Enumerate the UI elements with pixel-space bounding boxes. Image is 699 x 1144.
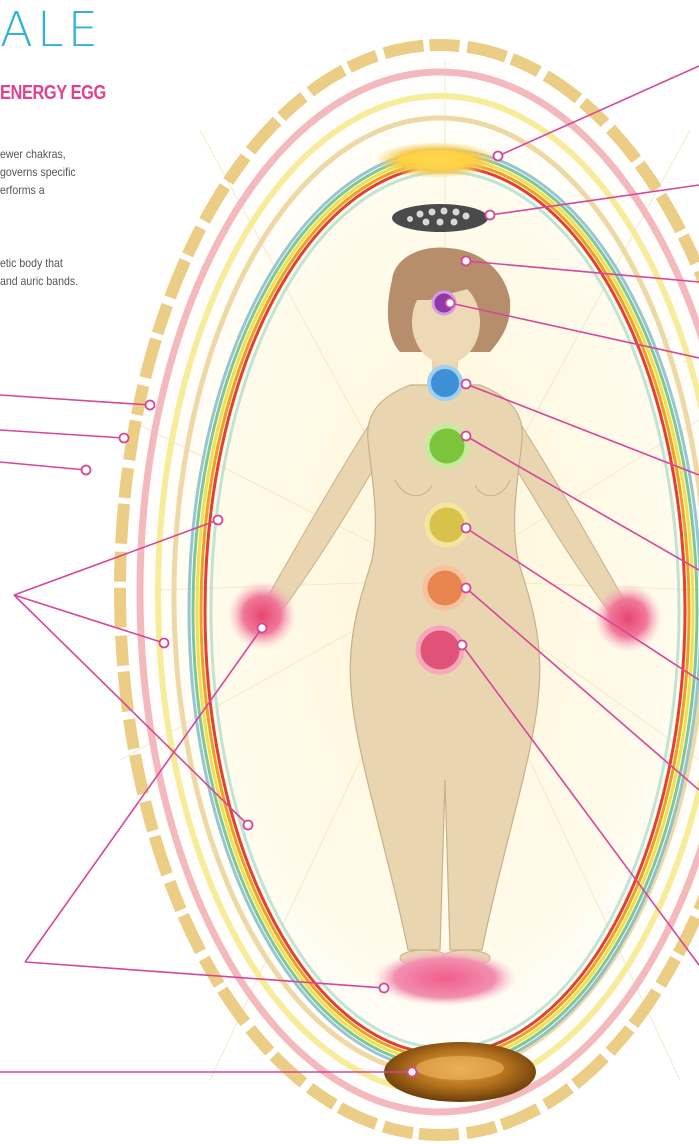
earth-star-highlight [416, 1056, 504, 1080]
throat-chakra [429, 367, 461, 399]
root-chakra [418, 628, 462, 672]
solar-plexus-chakra [427, 505, 467, 545]
soul-star-core [397, 152, 477, 168]
page-title: ALE [0, 2, 102, 58]
description-line: governs specific [0, 164, 76, 180]
page-subtitle: ENERGY EGG [0, 82, 106, 105]
foot-chakra [373, 950, 517, 1006]
heart-chakra [427, 426, 467, 466]
description-line: erforms a [0, 182, 45, 198]
sacral-chakra [425, 568, 465, 608]
stellar-gateway-chakra [392, 204, 488, 232]
description-line: and auric bands. [0, 273, 78, 289]
left-hand-chakra [228, 581, 296, 649]
description-line: etic body that [0, 255, 63, 271]
description-line: ewer chakras, [0, 146, 66, 162]
